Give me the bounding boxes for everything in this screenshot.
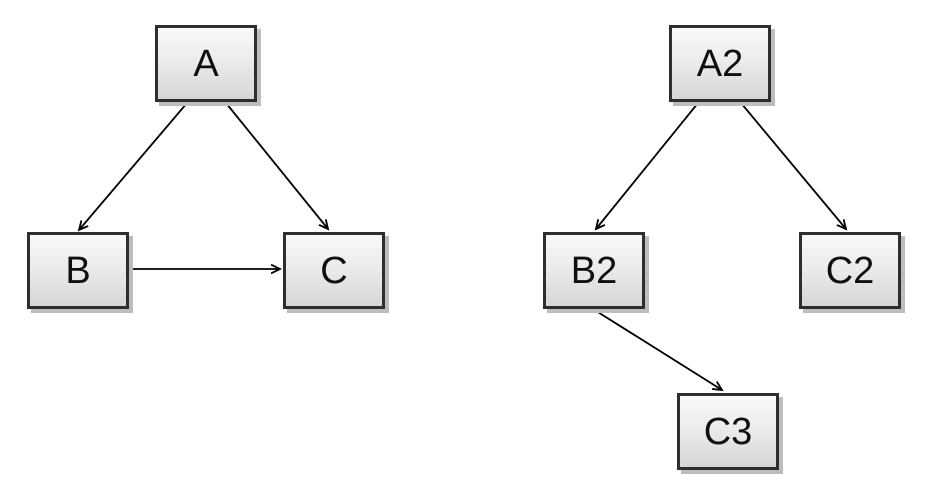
edge-a-to-b[interactable] <box>79 102 188 230</box>
node-c3[interactable]: C3 <box>677 393 779 470</box>
node-a2-label: A2 <box>696 42 744 85</box>
node-b2[interactable]: B2 <box>543 232 645 309</box>
node-a-label: A <box>193 42 219 85</box>
node-b[interactable]: B <box>27 232 129 309</box>
edge-a-to-c[interactable] <box>225 102 328 229</box>
node-b2-label: B2 <box>570 249 618 292</box>
node-c-label: C <box>320 249 348 292</box>
node-c3-label: C3 <box>703 410 753 453</box>
node-c[interactable]: C <box>283 232 385 309</box>
node-a2[interactable]: A2 <box>669 25 771 102</box>
edge-a2-to-b2[interactable] <box>596 102 699 229</box>
node-a[interactable]: A <box>155 25 257 102</box>
edge-b2-to-c3[interactable] <box>592 308 722 390</box>
node-c2[interactable]: C2 <box>799 232 901 309</box>
node-c2-label: C2 <box>825 249 875 292</box>
edge-a2-to-c2[interactable] <box>740 102 846 229</box>
node-b-label: B <box>65 249 91 292</box>
